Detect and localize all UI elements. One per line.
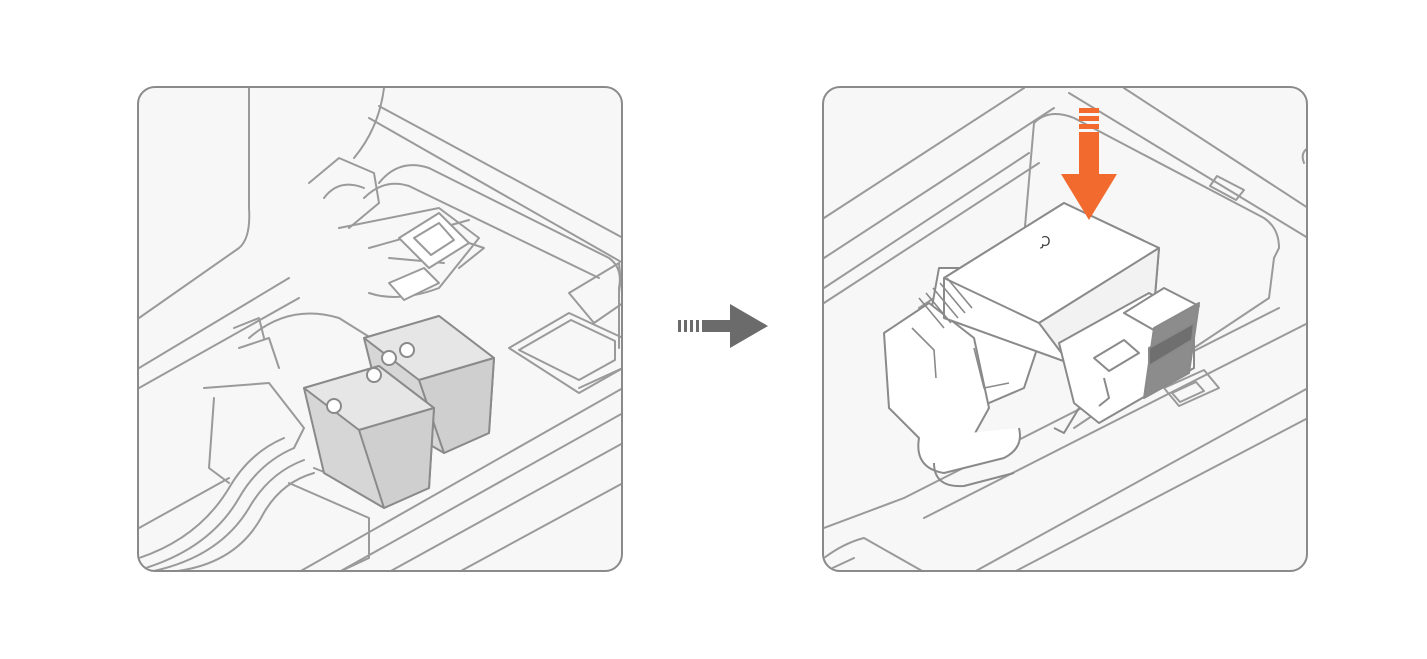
step-arrow-icon [678,304,768,348]
printhead-module-illustration: Ƈ [824,88,1306,570]
printer-carriage-illustration [139,88,621,570]
cartridge-marking: Ƈ [1040,232,1051,248]
insert-down-arrow-icon [1061,108,1117,220]
panel-before [137,86,623,572]
panel-after: Ƈ [822,86,1308,572]
